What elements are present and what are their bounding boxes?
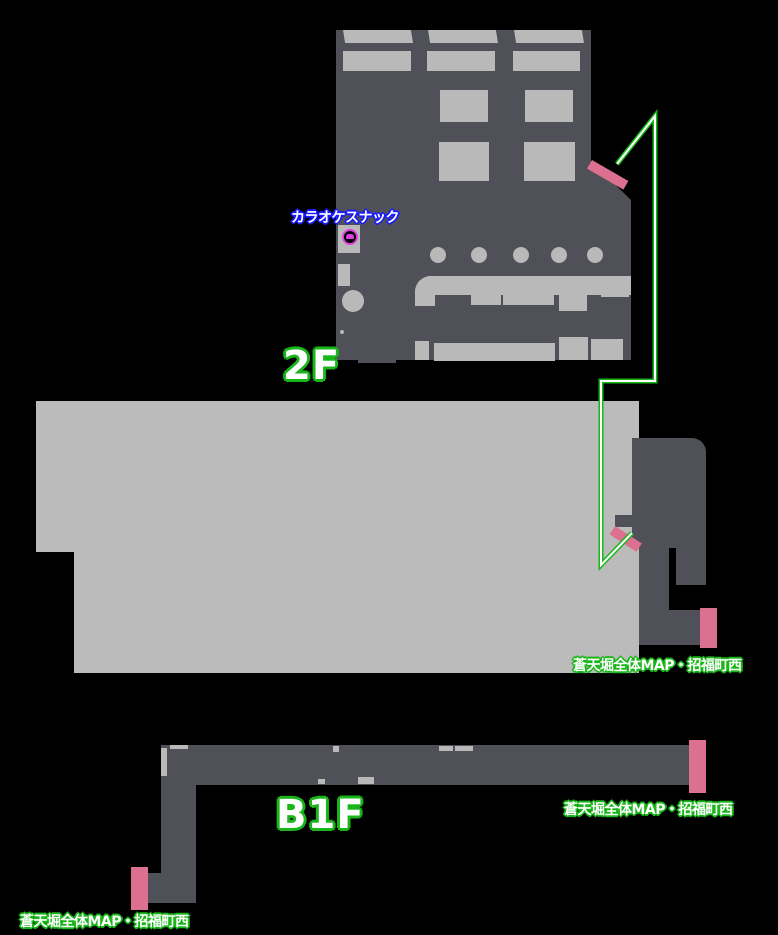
round-table (342, 290, 364, 312)
exit-marker-b1f-west[interactable] (131, 867, 148, 910)
bar-counter-segment (503, 294, 554, 305)
table (524, 142, 575, 181)
b1f-debris (161, 748, 167, 776)
stool (430, 247, 446, 263)
b1f-debris (333, 746, 339, 752)
corridor-east-side (676, 545, 706, 585)
stool (551, 247, 567, 263)
table (439, 142, 489, 181)
stool (587, 247, 603, 263)
large-room-area (36, 401, 639, 673)
shelf-top (513, 51, 580, 71)
b1f-debris (170, 745, 188, 749)
exit-marker-mid-east[interactable] (700, 608, 717, 648)
b1f-corridor-west-bottom (146, 873, 194, 903)
small-cabinet (338, 264, 350, 286)
exit-label-b1f-west[interactable]: 蒼天堀全体MAP・招福町西 (20, 914, 189, 930)
b1f-corridor-main (161, 745, 691, 785)
floor-label-2f: 2F (283, 343, 341, 389)
bar-counter-segment (559, 294, 587, 311)
back-shelf (434, 343, 555, 361)
shelf-top (343, 51, 411, 71)
bar-counter-leg (415, 276, 435, 306)
exit-marker-b1f-east[interactable] (689, 740, 706, 793)
corridor-notch (615, 515, 640, 527)
floor-label-b1f: B1F (276, 792, 365, 838)
stool (513, 247, 529, 263)
shelf-top (427, 51, 495, 71)
b1f-debris (455, 746, 473, 751)
small-object (340, 330, 344, 334)
bar-counter-segment (471, 294, 501, 305)
route-core (600, 113, 656, 568)
back-shelf (591, 339, 623, 360)
b1f-debris (318, 779, 325, 784)
back-shelf (559, 337, 588, 360)
route-outline (598, 108, 658, 572)
bar-counter (415, 276, 631, 295)
corridor-east-bottom (639, 610, 701, 645)
karaoke-icon[interactable] (342, 229, 358, 245)
table (525, 90, 573, 122)
corridor-east (632, 438, 706, 548)
shelf-top (514, 30, 584, 43)
b1f-debris (358, 777, 374, 784)
shelf-top (428, 30, 498, 43)
b1f-debris (439, 746, 453, 751)
bar-counter-segment (601, 294, 629, 297)
table (440, 90, 488, 122)
stool (471, 247, 487, 263)
back-shelf (415, 341, 429, 360)
poi-label-karaoke-snack: カラオケスナック (291, 210, 400, 226)
exit-label-b1f-east[interactable]: 蒼天堀全体MAP・招福町西 (564, 802, 733, 818)
floor-2f-bottom-nub (358, 355, 396, 363)
exit-label-mid-east[interactable]: 蒼天堀全体MAP・招福町西 (573, 658, 742, 674)
shelf-top (343, 30, 413, 43)
floor-2f-upper-area (336, 30, 591, 360)
